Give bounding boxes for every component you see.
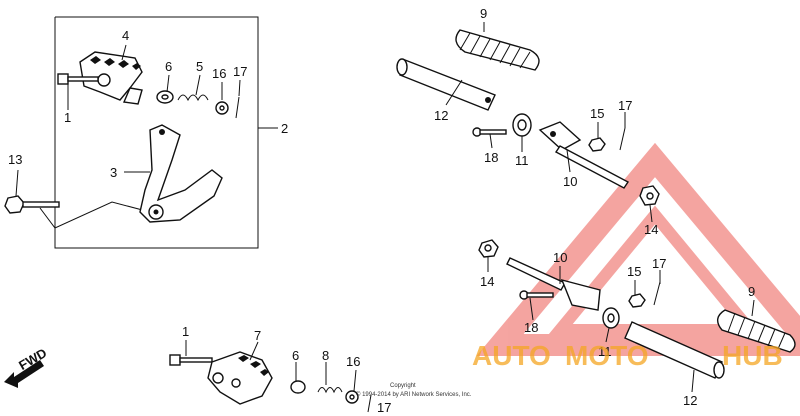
leader-lines — [15, 22, 755, 393]
label-11-upper: 11 — [515, 153, 529, 168]
label-18-lower: 18 — [524, 320, 538, 335]
label-18-upper: 18 — [484, 150, 498, 165]
shaft-10-upper — [538, 121, 630, 189]
label-3: 3 — [110, 165, 117, 180]
bolt-1-lower — [169, 354, 213, 366]
pipe-12-lower — [624, 321, 725, 379]
label-16-upper: 16 — [212, 66, 226, 81]
label-1-lower: 1 — [182, 324, 189, 339]
pin-18-upper — [472, 127, 507, 137]
footpeg-7-lower — [207, 351, 273, 405]
copyright-line2: © 1994-2014 by ARI Network Services, Inc… — [356, 391, 472, 398]
watermark-word-hub: HUB — [722, 340, 783, 371]
label-11-lower: 11 — [598, 344, 612, 359]
nut-15-lower — [628, 293, 646, 308]
watermark-word-auto: AUTO — [472, 340, 551, 371]
label-2: 2 — [281, 121, 288, 136]
label-8: 8 — [322, 348, 329, 363]
nut-14-lower — [478, 239, 499, 258]
label-6-upper: 6 — [165, 59, 172, 74]
bolt-1-upper — [57, 73, 99, 85]
label-17-upper: 17 — [233, 64, 247, 79]
label-1-upper: 1 — [64, 110, 71, 125]
washer-11-upper — [512, 113, 532, 137]
rubber-9-lower — [717, 309, 796, 353]
washer-11-lower — [602, 307, 620, 329]
collar-6-lower — [290, 380, 306, 394]
label-15-upper: 15 — [590, 106, 604, 121]
footpeg-4-upper — [79, 51, 143, 105]
pin-18-lower — [519, 290, 554, 300]
label-12-lower: 12 — [683, 393, 697, 408]
nut-15-upper — [588, 137, 606, 152]
pin-17-lower-mid — [367, 394, 372, 413]
watermark-word-moto: MOTO — [565, 340, 648, 371]
label-5: 5 — [196, 59, 203, 74]
watermark-text: AUTO MOTO HUB — [472, 340, 783, 371]
assembly-box-2 — [54, 16, 259, 249]
bolt-13 — [4, 195, 60, 214]
label-14-lower: 14 — [480, 274, 494, 289]
label-17-lower-right: 17 — [652, 256, 666, 271]
part-labels: 4 1 6 5 16 17 2 3 13 9 12 18 11 10 15 17… — [8, 6, 755, 408]
label-10-upper: 10 — [563, 174, 577, 189]
label-16-lower: 16 — [346, 354, 360, 369]
label-6-lower: 6 — [292, 348, 299, 363]
leader-13 — [39, 201, 151, 229]
pin-17-upper — [619, 127, 626, 151]
label-9-lower: 9 — [748, 284, 755, 299]
label-4: 4 — [122, 28, 129, 43]
label-7: 7 — [254, 328, 261, 343]
label-17-bottom: 17 — [377, 400, 391, 415]
pipe-12-upper — [396, 58, 496, 111]
label-15-lower: 15 — [627, 264, 641, 279]
shaft-10-lower — [506, 257, 601, 311]
label-14-upper: 14 — [644, 222, 658, 237]
small-parts-upper — [156, 90, 240, 119]
pin-17-lower — [653, 281, 661, 306]
label-9-upper: 9 — [480, 6, 487, 21]
spring-8-lower — [317, 387, 343, 394]
label-17-upper-right: 17 — [618, 98, 632, 113]
washer-16-lower — [345, 390, 359, 404]
nut-14-upper — [639, 185, 660, 206]
label-10-lower: 10 — [553, 250, 567, 265]
bracket-3 — [139, 124, 223, 223]
rubber-9-upper — [455, 29, 540, 71]
label-13: 13 — [8, 152, 22, 167]
fwd-arrow-icon — [4, 360, 44, 388]
label-12-upper: 12 — [434, 108, 448, 123]
copyright-line1: Copyright — [390, 383, 416, 389]
